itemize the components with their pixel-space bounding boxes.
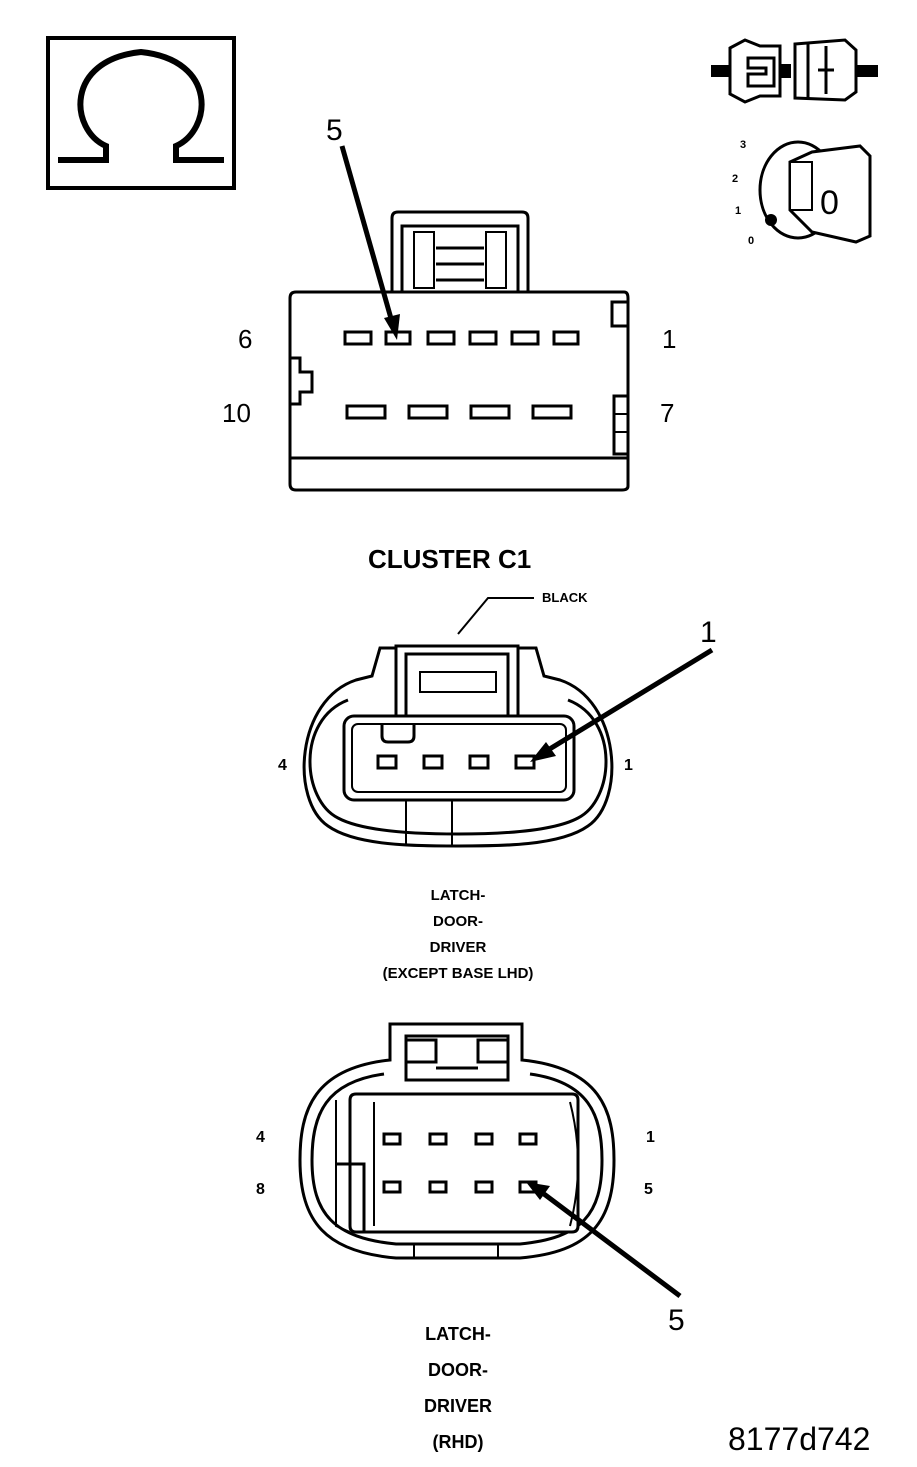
figure-id: 8177d742 — [728, 1421, 870, 1457]
cluster-c1-callout: 5 — [326, 114, 343, 147]
lhd-name-line-2: DOOR- — [433, 913, 483, 930]
lhd-name-line-1: LATCH- — [431, 887, 486, 904]
lhd-pin-1-label: 1 — [624, 757, 633, 774]
ignition-key-off-icon — [758, 140, 872, 244]
rhd-pin-5-label: 5 — [644, 1181, 653, 1198]
lhd-name-line-3: DRIVER — [430, 939, 487, 956]
lhd-pin-4-label: 4 — [278, 757, 287, 774]
rhd-name-line-3: DRIVER — [424, 1396, 492, 1416]
lhd-color-label: BLACK — [542, 590, 588, 605]
rhd-pin-4-label: 4 — [256, 1129, 265, 1146]
ignition-position-3: 3 — [740, 139, 746, 151]
rhd-name-line-2: DOOR- — [428, 1360, 488, 1380]
rhd-callout: 5 — [668, 1304, 685, 1337]
ignition-position-0: 0 — [748, 235, 754, 247]
rhd-name-line-1: LATCH- — [425, 1324, 491, 1344]
lhd-name-line-4: (EXCEPT BASE LHD) — [383, 965, 534, 982]
rhd-pin-8-label: 8 — [256, 1181, 265, 1198]
ignition-position-1: 1 — [735, 205, 741, 217]
latch-door-driver-rhd-connector — [298, 1022, 682, 1298]
cluster-c1-pin-7-label: 7 — [660, 398, 674, 428]
connector-disconnect-icon — [711, 38, 878, 104]
ohm-icon — [46, 36, 236, 190]
lhd-callout: 1 — [700, 616, 717, 649]
latch-door-driver-lhd-connector — [302, 597, 714, 848]
ignition-key-label: 0 — [820, 184, 839, 222]
cluster-c1-pin-10-label: 10 — [222, 398, 251, 428]
rhd-name-line-4: (RHD) — [433, 1432, 484, 1452]
cluster-c1-connector — [288, 145, 630, 492]
cluster-c1-pin-6-label: 6 — [238, 324, 252, 354]
cluster-c1-title: CLUSTER C1 — [368, 544, 531, 574]
rhd-pin-1-label: 1 — [646, 1129, 655, 1146]
ignition-position-2: 2 — [732, 173, 738, 185]
cluster-c1-pin-1-label: 1 — [662, 324, 676, 354]
